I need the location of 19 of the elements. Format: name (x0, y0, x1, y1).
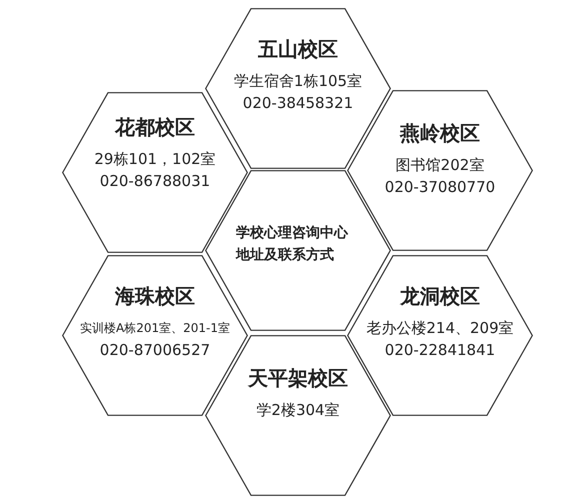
address-text: 老办公楼214、209室 (366, 318, 514, 339)
title-text: 学校心理咨询中心地址及联系方式 (236, 224, 350, 265)
address-text: 实训楼A栋201室、201-1室 (80, 320, 230, 337)
phone-number: 020-38458321 (242, 93, 354, 114)
hexagon (347, 255, 533, 416)
address-text: 学2楼304室 (256, 400, 340, 421)
address-text: 图书馆202室 (396, 155, 484, 176)
campus-heading: 燕岭校区 (400, 120, 480, 146)
campus-heading: 花都校区 (115, 114, 195, 140)
campus-heading: 天平架校区 (248, 365, 348, 391)
campus-heading: 海珠校区 (115, 283, 195, 309)
phone-number: 020-22841841 (384, 340, 496, 361)
address-text: 29栋101，102室 (94, 149, 216, 170)
campus-heading: 龙洞校区 (400, 283, 480, 309)
campus-heading: 五山校区 (258, 36, 338, 62)
phone-number: 020-86788031 (100, 171, 210, 192)
address-text: 学生宿舍1栋105室 (234, 71, 362, 92)
phone-number: 020-37080770 (384, 177, 496, 198)
phone-number: 020-87006527 (100, 340, 210, 361)
